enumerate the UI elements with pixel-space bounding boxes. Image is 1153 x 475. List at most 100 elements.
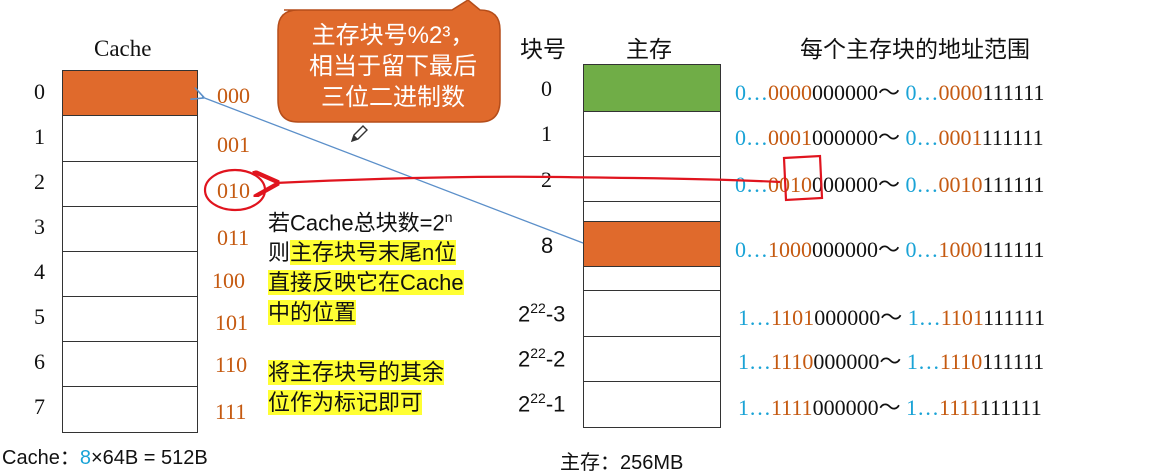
note-line-2: 则主存块号末尾n位 (268, 238, 508, 268)
callout-line-2: 相当于留下最后 (309, 53, 477, 80)
block-label-1: 1 (541, 121, 552, 146)
cache-index-0: 0 (34, 79, 45, 104)
range-m1-prefix-end: 1… (906, 395, 940, 420)
note-line-6-highlight: 位作为标记即可 (268, 390, 423, 416)
range-0-offset: 000000～ (812, 80, 906, 105)
memory-block-0 (583, 64, 721, 112)
note-line-2-prefix: 则 (268, 240, 291, 266)
note-line-2-highlight: 主存块号末尾n位 (290, 240, 457, 266)
block-number-header: 块号 (520, 36, 566, 62)
range-0-prefix-end: 0… (905, 80, 939, 105)
range-m1-block-end: 1111 (939, 395, 981, 420)
block-label-m1-exp: 22 (530, 390, 546, 406)
block-label-m2-tail: -2 (545, 346, 566, 372)
mapping-note: 若Cache总块数=2n 则主存块号末尾n位 直接反映它在Cache 中的位置 … (268, 202, 508, 418)
mapping-arrow-line (202, 97, 584, 244)
address-range-m3: 1…1101000000～ 1…1101111111 (738, 300, 1045, 332)
address-range-8: 0…1000000000～ 0…1000111111 (735, 232, 1044, 264)
red-mapping-arrow (275, 177, 781, 183)
range-8-offset-end: 111111 (982, 237, 1045, 262)
note-line-1-text: 若Cache总块数=2 (268, 210, 445, 236)
block-label-m1-tail: -1 (545, 391, 566, 417)
callout-text: 主存块号%2³， 相当于留下最后 三位二进制数 (278, 20, 508, 113)
range-2-offset: 000000～ (812, 172, 906, 197)
block-label-0: 0 (541, 76, 552, 101)
range-1-prefix-end: 0… (905, 125, 939, 150)
cache-binary-6: 110 (215, 352, 248, 377)
cache-line-0 (62, 70, 198, 116)
red-circle-cache-010 (203, 168, 267, 212)
note-line-5: 将主存块号的其余 (268, 358, 508, 388)
address-range-m1: 1…1111000000～ 1…1111111111 (738, 390, 1042, 422)
cache-index-7: 7 (34, 394, 45, 419)
cache-binary-5: 101 (215, 310, 248, 335)
note-line-6: 位作为标记即可 (268, 388, 508, 418)
memory-block-8 (583, 221, 721, 267)
pencil-icon (350, 125, 368, 143)
note-line-1: 若Cache总块数=2n (268, 202, 508, 238)
range-m1-block: 1111 (771, 395, 813, 420)
block-label-m1-base: 2 (518, 391, 531, 417)
range-m2-block-end: 1110 (939, 349, 983, 374)
range-m3-block: 1101 (771, 305, 815, 330)
range-8-block-end: 1000 (938, 237, 983, 262)
range-m1-offset-end: 111111 (980, 395, 1042, 420)
block-label-m2-exp: 22 (530, 345, 546, 361)
address-range-1: 0…0001000000～ 0…0001111111 (735, 120, 1044, 152)
range-2-prefix-end: 0… (905, 172, 939, 197)
block-label-m3-base: 2 (518, 301, 531, 327)
range-0-offset-end: 111111 (982, 80, 1045, 105)
red-box-address-010 (782, 154, 824, 202)
range-8-prefix-end: 0… (905, 237, 939, 262)
cache-binary-2: 010 (217, 178, 250, 203)
block-label-2: 2 (541, 167, 552, 192)
cache-index-5: 5 (34, 304, 45, 329)
range-1-block-end: 0001 (938, 125, 983, 150)
range-m3-offset: 000000～ (814, 305, 908, 330)
range-m1-offset: 000000～ (812, 395, 907, 420)
range-8-block: 1000 (768, 237, 812, 262)
cache-binary-4: 100 (212, 268, 245, 293)
note-line-5-highlight: 将主存块号的其余 (268, 360, 445, 386)
range-8-prefix: 0… (735, 237, 768, 262)
note-line-4: 中的位置 (268, 298, 508, 328)
range-2-prefix: 0… (735, 172, 768, 197)
range-1-prefix: 0… (735, 125, 768, 150)
cache-index-2: 2 (34, 169, 45, 194)
memory-block-m1 (583, 381, 721, 428)
range-m2-block: 1110 (771, 349, 814, 374)
cache-binary-3: 011 (217, 225, 250, 250)
cache-binary-0: 000 (217, 83, 250, 108)
range-m3-prefix-end: 1… (907, 305, 941, 330)
block-label-m2: 222-2 (518, 345, 565, 372)
address-range-0: 0…0000000000～ 0…0000111111 (735, 75, 1044, 107)
range-0-prefix: 0… (735, 80, 768, 105)
address-range-2: 0…0010000000～ 0…0010111111 (735, 167, 1044, 199)
range-m2-prefix-end: 1… (906, 349, 940, 374)
address-range-header: 每个主存块的地址范围 (800, 36, 1030, 62)
range-1-offset: 000000～ (812, 125, 906, 150)
block-label-m2-base: 2 (518, 346, 531, 372)
range-8-offset: 000000～ (812, 237, 906, 262)
cache-title: Cache (94, 36, 152, 61)
range-1-offset-end: 111111 (982, 125, 1044, 150)
range-m2-prefix: 1… (738, 349, 771, 374)
block-label-8: 8 (541, 233, 554, 258)
block-label-m1: 222-1 (518, 390, 565, 417)
range-m3-offset-end: 111111 (983, 305, 1045, 330)
block-label-m3-tail: -3 (545, 301, 566, 327)
address-range-m2: 1…1110000000～ 1…1110111111 (738, 344, 1044, 376)
cache-binary-1: 001 (217, 132, 250, 157)
range-0-block-end: 0000 (938, 80, 983, 105)
callout-line-1: 主存块号%2³， (311, 22, 475, 49)
range-0-block: 0000 (768, 80, 812, 105)
callout-bubble (277, 0, 501, 123)
cache-index-3: 3 (34, 214, 45, 239)
range-m3-prefix: 1… (738, 305, 771, 330)
block-label-m3-exp: 22 (530, 300, 546, 316)
range-m1-prefix: 1… (738, 395, 771, 420)
cache-footer-count: 8 (79, 447, 91, 469)
cache-binary-7: 111 (215, 399, 247, 424)
callout-line-3: 三位二进制数 (321, 84, 465, 111)
